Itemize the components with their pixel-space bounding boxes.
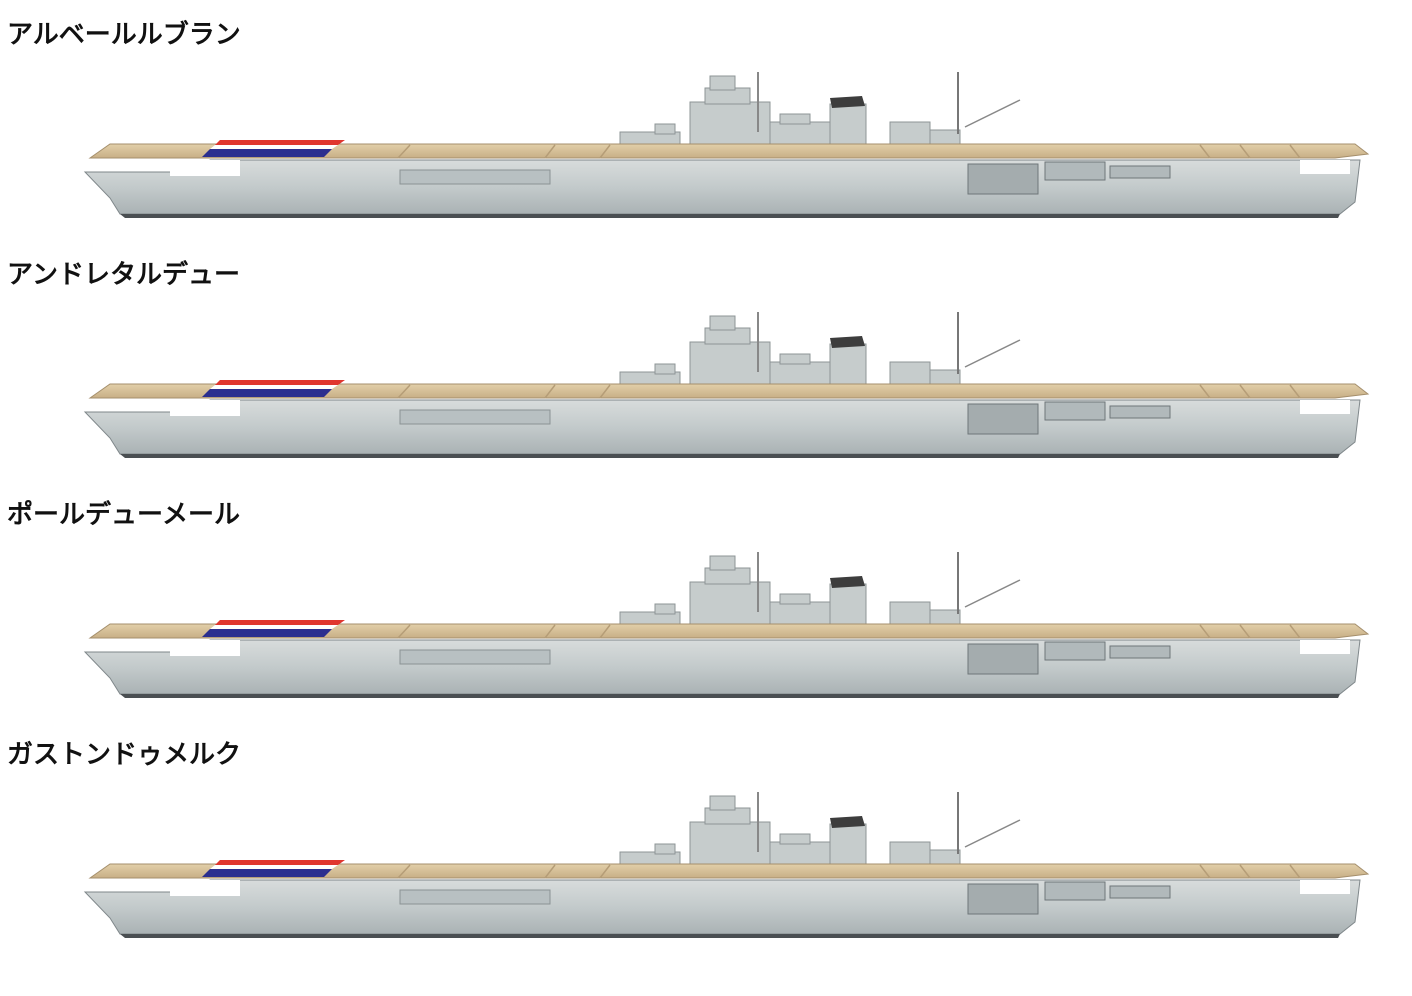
ship-name-heading: ガストンドゥメルク bbox=[7, 740, 242, 770]
ship-entry: アルベールルブラン bbox=[0, 0, 1412, 240]
ship-illustration bbox=[80, 542, 1370, 712]
ship-illustration bbox=[80, 302, 1370, 472]
ship-illustration bbox=[80, 782, 1370, 952]
ship-entry: ガストンドゥメルク bbox=[0, 720, 1412, 960]
ship-entry: アンドレタルデュー bbox=[0, 240, 1412, 480]
ship-name-heading: アルベールルブラン bbox=[7, 20, 241, 50]
ship-name-heading: アンドレタルデュー bbox=[7, 260, 240, 290]
ship-name-heading: ポールデューメール bbox=[7, 500, 240, 530]
ship-entry: ポールデューメール bbox=[0, 480, 1412, 720]
ship-illustration bbox=[80, 62, 1370, 232]
